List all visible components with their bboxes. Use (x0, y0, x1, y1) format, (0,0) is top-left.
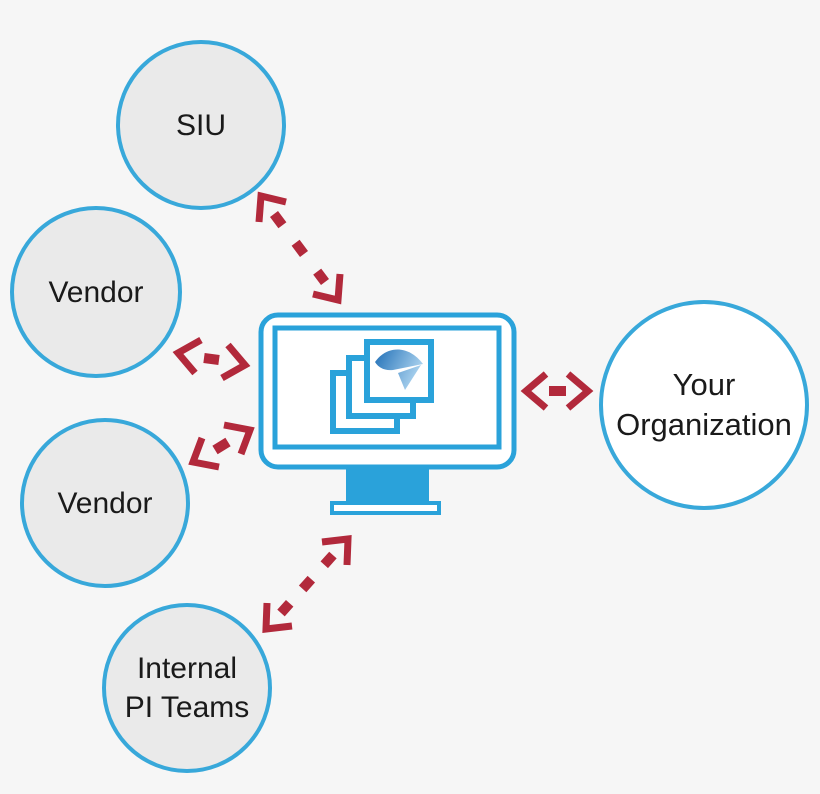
arrow-vendor-bottom-to-hub (188, 421, 255, 471)
node-internal-pi-teams-label-line1: Internal (136, 652, 238, 685)
node-vendor-top: Vendor (10, 206, 182, 378)
node-your-organization: Your Organization (599, 300, 809, 510)
logo-arrow-lower-wing (398, 365, 421, 390)
node-internal-pi-teams-label-line2: PI Teams (124, 691, 250, 724)
arrow-internal-pi-teams-to-hub (262, 535, 352, 633)
arrow-hub-to-your-organization (520, 371, 594, 411)
arrow-siu-to-hub (255, 191, 344, 305)
arrow-vendor-top-to-hub (172, 336, 251, 382)
node-your-organization-label-line2: Organization (616, 407, 792, 442)
node-internal-pi-teams: Internal PI Teams (102, 603, 272, 773)
monitor-stacked-windows-arrow-logo-icon (258, 312, 517, 515)
stacked-windows-logo (330, 339, 434, 434)
node-your-organization-label-line1: Your (672, 366, 736, 402)
node-vendor-bottom-label: Vendor (57, 486, 153, 520)
node-siu: SIU (116, 40, 286, 210)
node-vendor-top-label: Vendor (48, 275, 144, 309)
node-siu-label: SIU (175, 108, 226, 142)
node-vendor-bottom: Vendor (20, 418, 190, 588)
monitor-stand (330, 462, 441, 515)
logo-arrow-upper-wing (375, 349, 423, 371)
